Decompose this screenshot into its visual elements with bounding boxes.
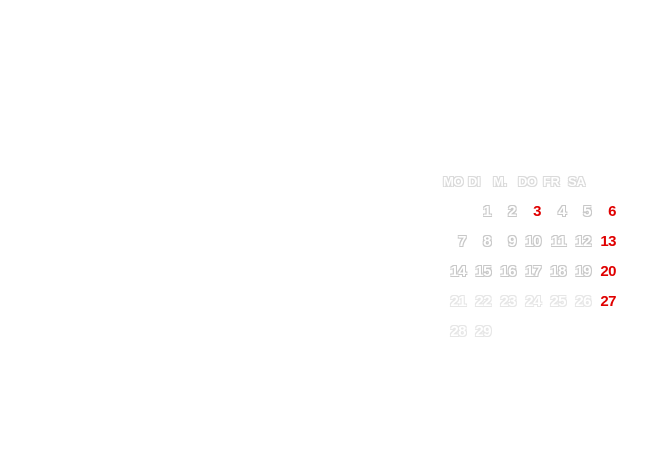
day-cell-highlighted[interactable]: 20 [600, 262, 616, 280]
day-cell[interactable]: 17 [525, 262, 541, 280]
day-cell[interactable]: 15 [475, 262, 491, 280]
day-cell[interactable]: 4 [558, 202, 566, 220]
day-cell-highlighted[interactable]: 27 [600, 292, 616, 310]
calendar-widget: MO DI M. DO FR SA 1 2 3 4 5 6 7 8 9 10 1… [441, 166, 621, 346]
day-cell[interactable]: 26 [575, 292, 591, 310]
day-cell[interactable]: 16 [500, 262, 516, 280]
week-row-4: 21 22 23 24 25 26 27 [441, 286, 621, 316]
day-cell[interactable]: 18 [550, 262, 566, 280]
day-cell[interactable]: 24 [525, 292, 541, 310]
weekday-thu: DO [518, 173, 537, 189]
day-cell[interactable]: 2 [508, 202, 516, 220]
week-row-3: 14 15 16 17 18 19 20 [441, 256, 621, 286]
day-cell[interactable]: 9 [508, 232, 516, 250]
day-cell[interactable]: 12 [575, 232, 591, 250]
week-row-1: 1 2 3 4 5 6 [441, 196, 621, 226]
day-cell[interactable]: 22 [475, 292, 491, 310]
day-cell[interactable]: 29 [475, 322, 491, 340]
weekday-mon: MO [443, 173, 463, 189]
day-cell[interactable]: 8 [483, 232, 491, 250]
day-cell[interactable]: 10 [525, 232, 541, 250]
weekday-sat: SA [568, 173, 586, 189]
day-cell[interactable]: 28 [450, 322, 466, 340]
day-cell[interactable]: 7 [458, 232, 466, 250]
day-cell-highlighted[interactable]: 6 [608, 202, 616, 220]
day-cell[interactable]: 1 [483, 202, 491, 220]
day-cell[interactable]: 25 [550, 292, 566, 310]
day-cell-highlighted[interactable]: 3 [533, 202, 541, 220]
week-row-2: 7 8 9 10 11 12 13 [441, 226, 621, 256]
weekday-tue: DI [468, 173, 481, 189]
weekday-fri: FR [543, 173, 560, 189]
day-cell-highlighted[interactable]: 13 [600, 232, 616, 250]
week-row-5: 28 29 [441, 316, 621, 346]
weekday-header-row: MO DI M. DO FR SA [441, 166, 621, 196]
day-cell[interactable]: 14 [450, 262, 466, 280]
weekday-wed: M. [493, 173, 507, 189]
day-cell[interactable]: 5 [583, 202, 591, 220]
day-cell[interactable]: 11 [551, 232, 566, 250]
day-cell[interactable]: 21 [450, 292, 466, 310]
day-cell[interactable]: 23 [500, 292, 516, 310]
day-cell[interactable]: 19 [575, 262, 591, 280]
